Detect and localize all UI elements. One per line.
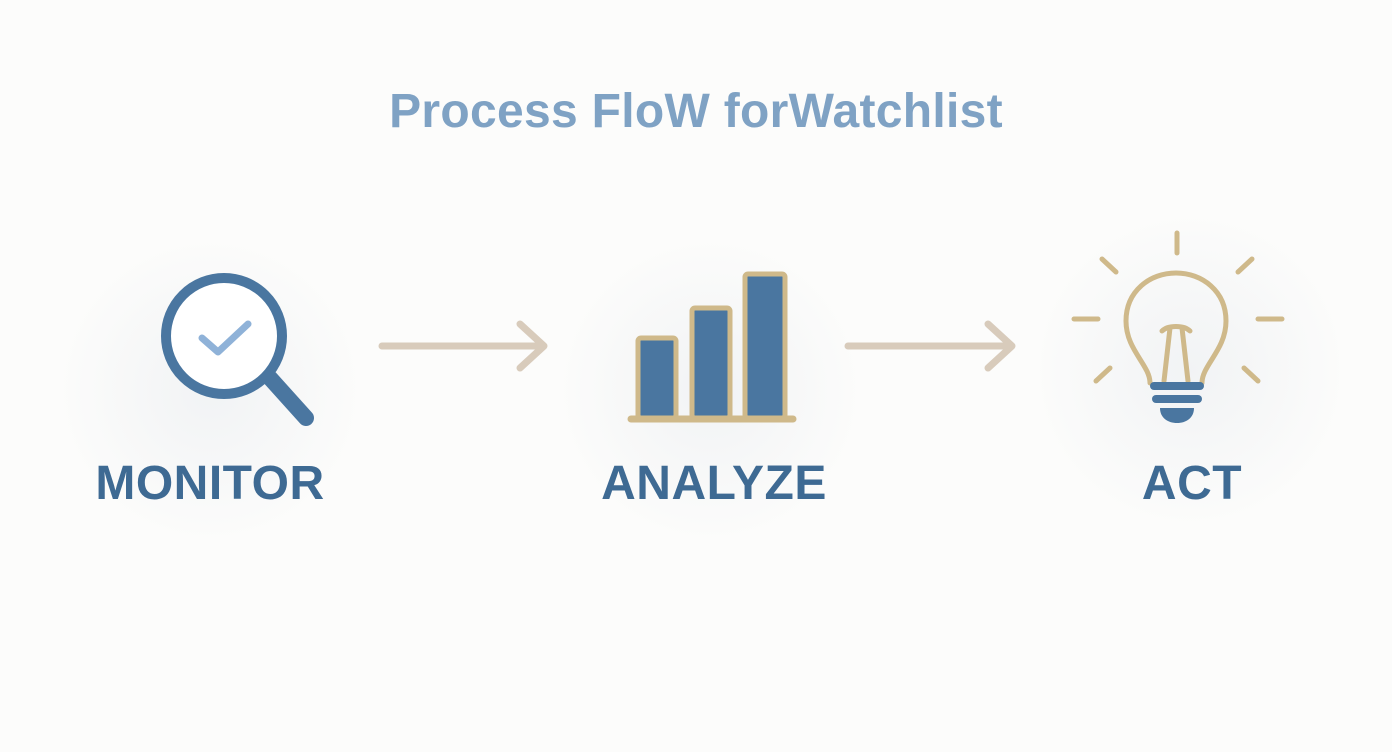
bar-chart-icon [626,268,800,426]
lightbulb-icon [1060,225,1290,430]
arrow-right-icon [376,318,556,374]
arrow-right-icon [842,318,1022,374]
step-label-monitor: MONITOR [95,457,325,510]
step-label-act: ACT [1141,457,1243,510]
step-label-analyze: ANALYZE [601,457,827,510]
diagram-title: Process FloW forWatchlist [389,85,1003,138]
magnifier-check-icon [150,268,320,438]
glow-act [1040,200,1340,540]
